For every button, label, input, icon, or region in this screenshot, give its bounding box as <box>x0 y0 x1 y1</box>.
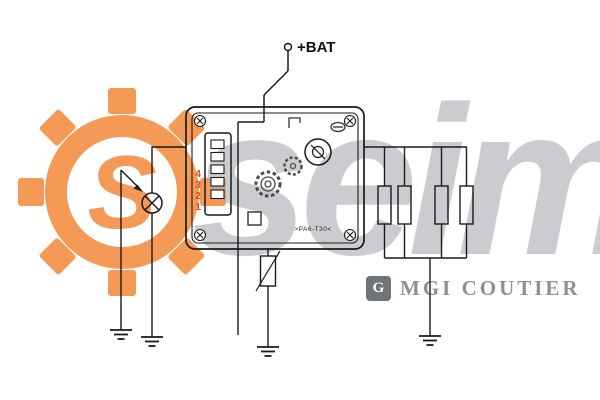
glow-plug-bank <box>364 146 474 336</box>
relay-box <box>185 106 365 250</box>
internal-wiring <box>237 107 265 335</box>
pin-label-2: 2 <box>195 190 201 202</box>
gear-wheels <box>254 156 303 198</box>
adjuster-screw <box>304 138 332 166</box>
glow-plug-resistor <box>459 185 474 225</box>
glow-plug-resistor <box>397 185 412 225</box>
mounting-screws <box>193 114 357 242</box>
brand-gear-logo: S <box>18 88 226 296</box>
gear-center <box>75 145 169 239</box>
ground-symbol <box>419 335 441 346</box>
gear-teeth <box>18 88 226 296</box>
indicator-lamp-circuit <box>120 146 186 337</box>
thermistor-branch <box>255 248 281 347</box>
arrow-head <box>133 184 143 192</box>
gear-letter: S <box>87 135 156 251</box>
feed-arrow-line <box>120 169 139 188</box>
connector-pins <box>210 139 225 200</box>
company-logo-icon: G <box>366 276 391 301</box>
battery-feed <box>263 42 293 107</box>
pin-label-1: 1 <box>195 201 201 213</box>
pin-number-labels: 4 3 2 1 <box>195 168 201 213</box>
glow-plug-resistor <box>434 185 449 225</box>
battery-label: +BAT <box>297 39 335 56</box>
connector-block <box>204 132 232 216</box>
gear-ring <box>45 115 199 269</box>
pin-label-4: 4 <box>195 168 201 180</box>
battery-terminal <box>283 42 293 52</box>
brand-watermark-text: seim <box>192 62 600 299</box>
material-marking: >PA6-T30< <box>294 226 331 233</box>
housing-marks <box>247 117 346 226</box>
ground-symbol <box>141 336 163 347</box>
glow-plug-resistor <box>377 185 392 225</box>
pin-label-3: 3 <box>195 179 201 191</box>
ground-symbol <box>257 346 279 357</box>
switch-blade <box>263 70 289 96</box>
ground-symbol <box>110 329 132 340</box>
